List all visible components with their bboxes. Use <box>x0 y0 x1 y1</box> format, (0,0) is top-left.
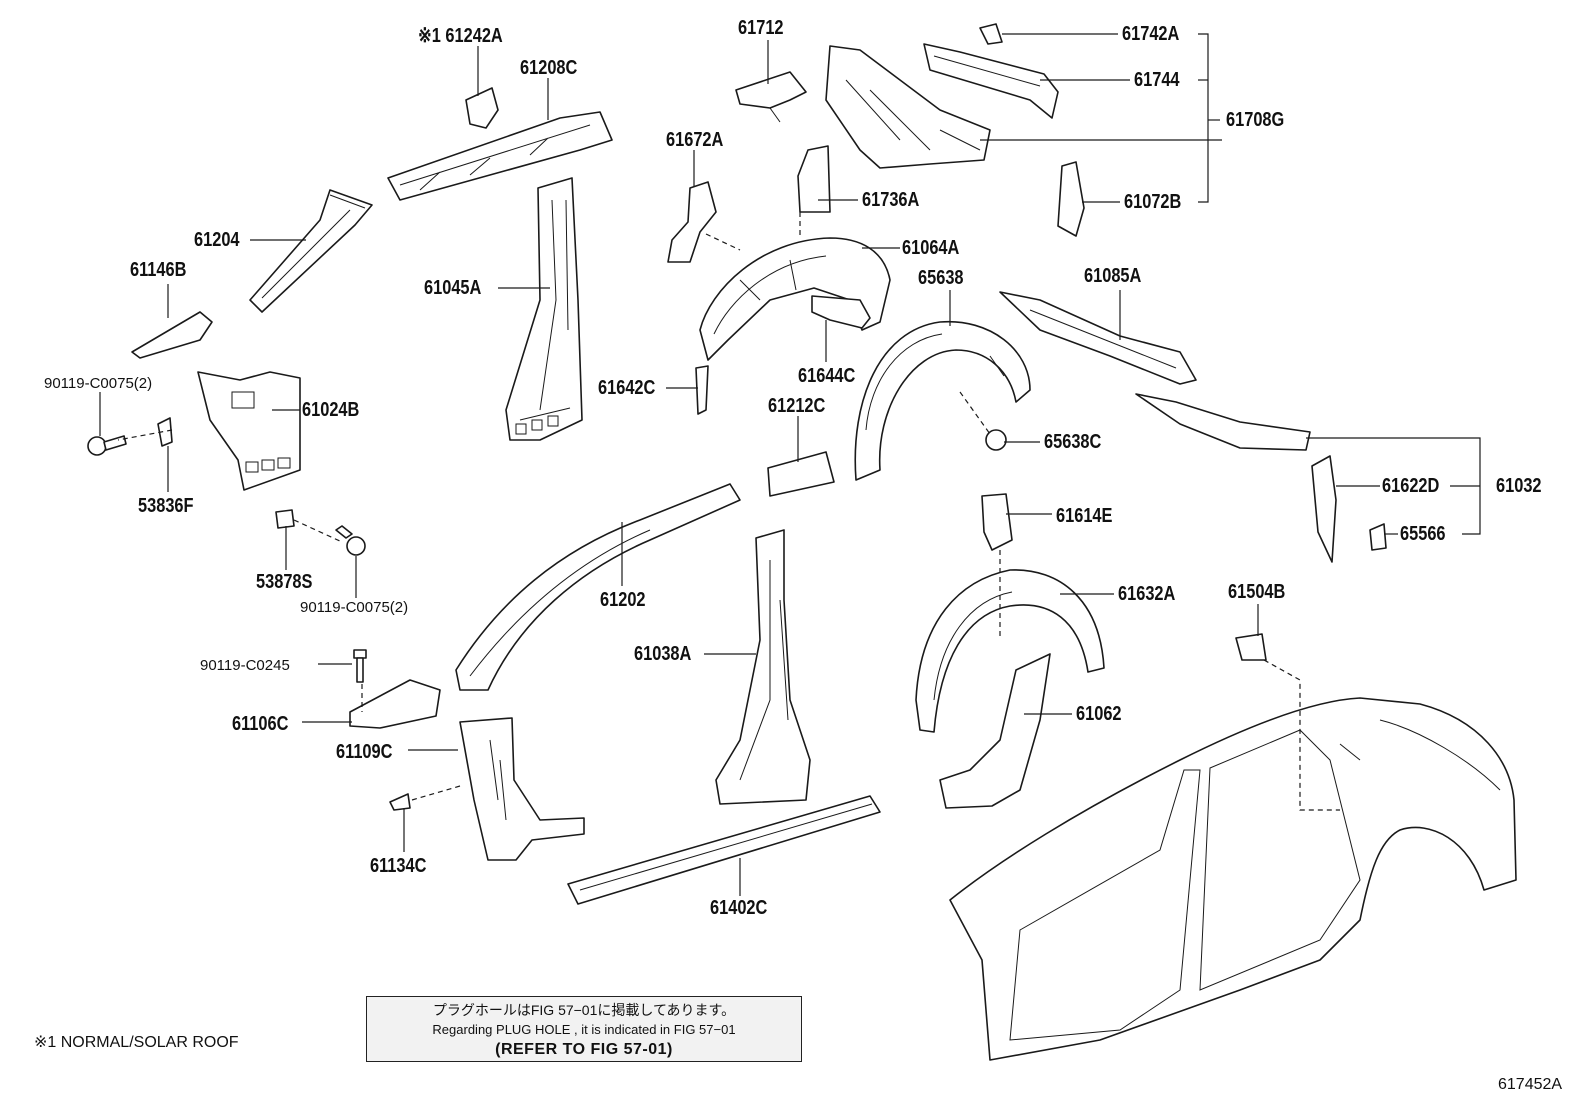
part-65638 <box>854 320 1031 481</box>
label-65566: 65566 <box>1400 521 1446 544</box>
label-61712: 61712 <box>738 15 784 38</box>
part-61038A <box>715 529 811 805</box>
part-65566 <box>1369 523 1387 551</box>
label-61614E: 61614E <box>1056 503 1112 526</box>
label-61736A: 61736A <box>862 187 919 210</box>
part-53836F <box>157 417 173 447</box>
label-61202: 61202 <box>600 587 646 610</box>
label-65638: 65638 <box>918 265 964 288</box>
label-61072B: 61072B <box>1124 189 1181 212</box>
label-65638C: 65638C <box>1044 429 1101 452</box>
label-61742A: 61742A <box>1122 21 1179 44</box>
label-53836F: 53836F <box>138 493 194 516</box>
label-61622D: 61622D <box>1382 473 1439 496</box>
part-61632A <box>915 569 1105 733</box>
label-61212C: 61212C <box>768 393 825 416</box>
part-61614E <box>981 493 1013 551</box>
label-53878S: 53878S <box>256 569 312 592</box>
part-61032 <box>1135 393 1311 451</box>
label-61208C: 61208C <box>520 55 577 78</box>
part-61642C <box>695 365 709 415</box>
dashed-lines <box>117 212 1340 811</box>
part-61146B <box>131 311 213 359</box>
part-61208C <box>387 111 613 201</box>
note-line-english: Regarding PLUG HOLE , it is indicated in… <box>432 1022 736 1037</box>
label-61134C: 61134C <box>370 853 426 876</box>
label-61504B: 61504B <box>1228 579 1285 602</box>
part-61402C <box>567 795 881 905</box>
label-61109C: 61109C <box>336 739 392 762</box>
label-61032: 61032 <box>1496 473 1542 496</box>
part-61644C <box>811 295 871 329</box>
part-61109C <box>459 717 585 861</box>
label-90119-C0075-a: 90119-C0075(2) <box>44 375 152 392</box>
label-61642C: 61642C <box>598 375 655 398</box>
label-61146B: 61146B <box>130 257 186 280</box>
part-labels: ※1 61242A 61208C 61712 61742A 61744 6170… <box>44 15 1542 918</box>
part-61742A <box>979 23 1003 45</box>
part-53878S <box>275 509 295 529</box>
note-line-reference: (REFER TO FIG 57-01) <box>495 1041 673 1058</box>
part-61134C <box>389 793 411 811</box>
label-61045A: 61045A <box>424 275 481 298</box>
label-61242A: ※1 61242A <box>418 23 503 46</box>
part-61072B <box>1057 161 1085 237</box>
label-61024B: 61024B <box>302 397 359 420</box>
part-61045A <box>505 177 583 441</box>
part-61736A <box>797 145 831 213</box>
part-61708G <box>825 45 991 169</box>
label-61744: 61744 <box>1134 67 1180 90</box>
part-shapes <box>87 23 1517 1061</box>
part-61672A <box>667 181 717 263</box>
label-61402C: 61402C <box>710 895 767 918</box>
part-61106C <box>349 679 441 729</box>
label-61062: 61062 <box>1076 701 1122 724</box>
part-61085A <box>999 291 1197 385</box>
label-61632A: 61632A <box>1118 581 1175 604</box>
part-61064A <box>699 237 891 361</box>
leader-lines <box>99 33 1481 896</box>
part-61242A <box>465 87 499 129</box>
part-61622D <box>1311 455 1337 563</box>
bolt-90119-C0245 <box>353 649 367 683</box>
footnote-roof-type: ※1 NORMAL/SOLAR ROOF <box>34 1034 239 1051</box>
part-61062 <box>939 653 1051 809</box>
part-61712 <box>735 71 807 109</box>
part-61212C <box>767 451 835 497</box>
part-61204 <box>249 189 373 313</box>
note-line-japanese: プラグホールはFIG 57−01に掲載してあります。 <box>432 1002 736 1018</box>
label-90119-C0245: 90119-C0245 <box>200 657 290 674</box>
label-61204: 61204 <box>194 227 240 250</box>
label-61038A: 61038A <box>634 641 691 664</box>
part-61504B <box>1235 633 1267 661</box>
label-61106C: 61106C <box>232 711 288 734</box>
part-65638C <box>985 429 1007 451</box>
label-61085A: 61085A <box>1084 263 1141 286</box>
label-61708G: 61708G <box>1226 107 1284 130</box>
bolt-90119-C0075-a <box>87 435 127 456</box>
label-90119-C0075-b: 90119-C0075(2) <box>300 599 408 616</box>
label-61644C: 61644C <box>798 363 855 386</box>
bolt-90119-C0075-b <box>335 525 366 556</box>
label-61672A: 61672A <box>666 127 723 150</box>
part-61202 <box>455 483 741 691</box>
plug-hole-note: プラグホールはFIG 57−01に掲載してあります。 Regarding PLU… <box>366 996 802 1062</box>
figure-code: 617452A <box>1498 1076 1563 1093</box>
label-61064A: 61064A <box>902 235 959 258</box>
part-61744 <box>923 43 1059 119</box>
